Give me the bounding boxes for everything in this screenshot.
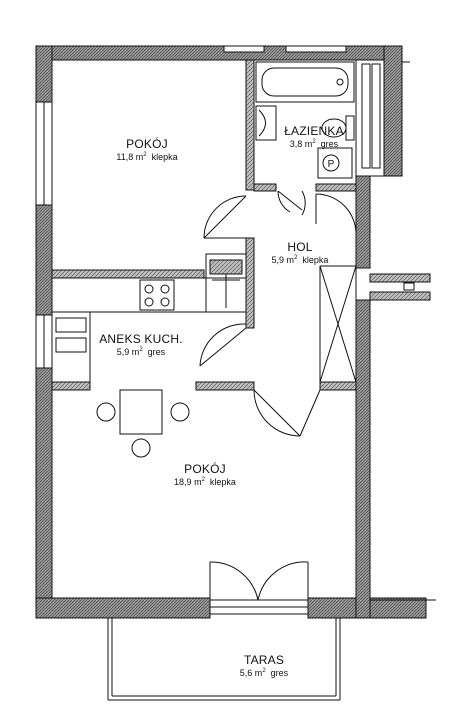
room-label-pokoj-1: POKÓJ 11,8 m2 klepka bbox=[92, 137, 202, 163]
external-wall-stub bbox=[369, 273, 431, 301]
boiler: P bbox=[317, 147, 353, 179]
right-edge-lines bbox=[370, 61, 436, 601]
room-name: ANEKS KUCH. bbox=[99, 332, 183, 346]
room-label-pokoj-2: POKÓJ 18,9 m2 klepka bbox=[150, 462, 260, 488]
room-area: 18,9 m2 klepka bbox=[174, 477, 236, 487]
wardrobe bbox=[319, 265, 357, 383]
doors bbox=[199, 190, 357, 437]
balcony-door bbox=[209, 561, 309, 615]
room-name: TARAS bbox=[243, 653, 285, 667]
boiler-symbol: P bbox=[328, 159, 335, 170]
room-name: POKÓJ bbox=[126, 137, 168, 151]
room-label-lazienka: ŁAZIENKA 3,8 m2 gres bbox=[272, 124, 356, 150]
room-name: POKÓJ bbox=[184, 462, 226, 476]
room-name: ŁAZIENKA bbox=[284, 124, 344, 138]
window-left-upper bbox=[35, 101, 53, 369]
room-label-taras: TARAS 5,6 m2 gres bbox=[214, 653, 314, 679]
terrace bbox=[107, 618, 341, 701]
room-area: 5,6 m2 gres bbox=[239, 668, 289, 678]
window-top bbox=[223, 45, 347, 53]
toilet bbox=[321, 115, 355, 141]
bathtub bbox=[255, 61, 355, 103]
room-area: 3,8 m2 gres bbox=[289, 139, 339, 149]
room-area: 5,9 m2 gres bbox=[116, 347, 166, 357]
kitchen-counter bbox=[51, 253, 247, 383]
room-area: 5,9 m2 klepka bbox=[271, 255, 329, 265]
room-area: 11,8 m2 klepka bbox=[116, 152, 178, 162]
washbasin bbox=[255, 105, 277, 141]
room-name: HOL bbox=[287, 240, 313, 254]
bathroom-closet bbox=[355, 59, 385, 177]
room-label-aneks: ANEKS KUCH. 5,9 m2 gres bbox=[86, 332, 196, 358]
dining-table bbox=[96, 389, 190, 458]
room-label-hol: HOL 5,9 m2 klepka bbox=[258, 240, 342, 266]
